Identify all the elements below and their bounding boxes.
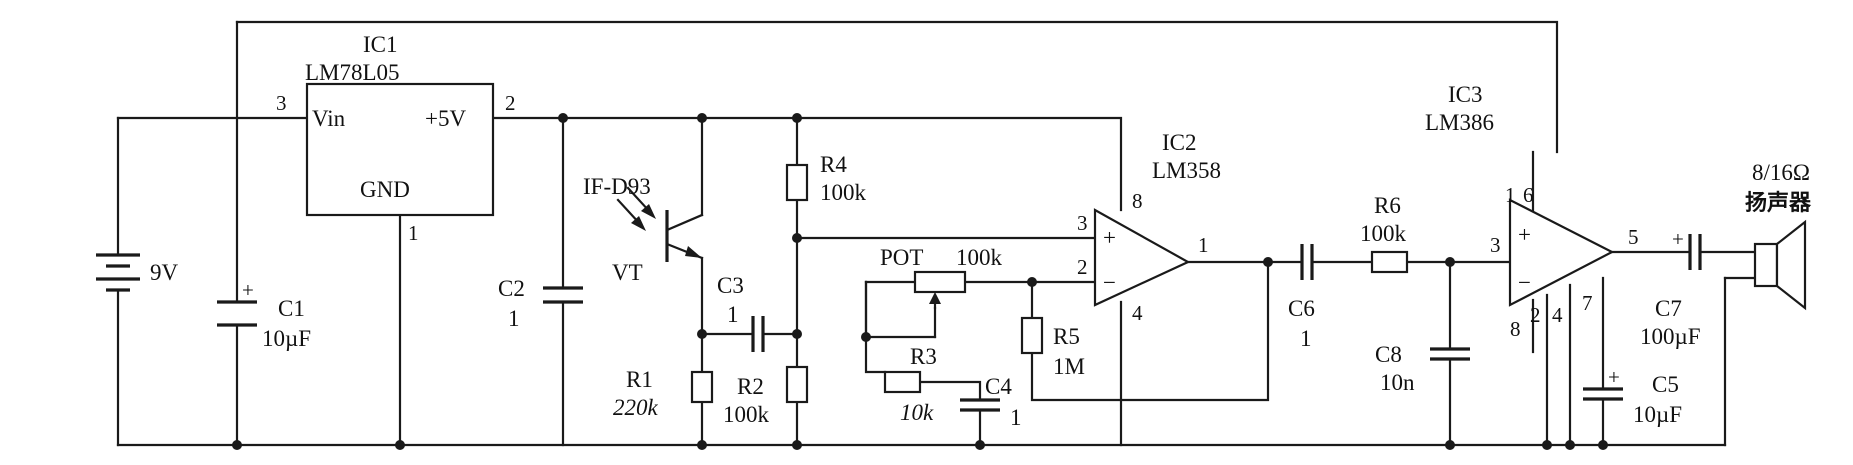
c5-ref-label: C5: [1652, 372, 1679, 397]
c4-symbol: [960, 398, 1000, 412]
ic1-gnd-label: GND: [360, 177, 410, 202]
ic3-pin1-label: 1: [1505, 183, 1516, 207]
pot-ref-label: POT: [880, 245, 923, 270]
wires: [116, 20, 1757, 447]
c7-value-label: 100µF: [1640, 324, 1701, 349]
c7-ref-label: C7: [1655, 296, 1682, 321]
r4-symbol: [785, 163, 809, 202]
c5-symbol: [1583, 387, 1623, 401]
junction-dots: [232, 113, 1608, 450]
r6-symbol: [1370, 250, 1409, 274]
r3-value-label: 10k: [900, 400, 934, 425]
c7-symbol: [1688, 234, 1702, 270]
c2-ref-label: C2: [498, 276, 525, 301]
ic1-part-label: LM78L05: [305, 60, 400, 85]
ic3-pin5-label: 5: [1628, 225, 1639, 249]
r1-ref-label: R1: [626, 367, 653, 392]
c8-ref-label: C8: [1375, 342, 1402, 367]
ic1-pin3-label: 3: [276, 91, 287, 115]
r5-symbol: [1020, 316, 1044, 355]
ic3-ref-label: IC3: [1448, 82, 1483, 107]
r1-value-label: 220k: [613, 395, 659, 420]
c3-ref-label: C3: [717, 273, 744, 298]
c6-symbol: [1300, 244, 1314, 280]
ic3-pin6-label: 6: [1523, 183, 1534, 207]
ic1-pin1-label: 1: [408, 221, 419, 245]
c2-symbol: [543, 286, 583, 304]
c8-symbol: [1430, 347, 1470, 361]
ic3-pin2-label: 2: [1530, 303, 1541, 327]
c5-value-label: 10µF: [1633, 402, 1682, 427]
r1-symbol: [690, 370, 714, 404]
ic1-box: [305, 82, 495, 217]
r3-ref-label: R3: [910, 344, 937, 369]
r2-value-label: 100k: [723, 402, 770, 427]
r5-ref-label: R5: [1053, 324, 1080, 349]
r2-symbol: [785, 365, 809, 404]
ic3-pin3-label: 3: [1490, 233, 1501, 257]
ic2-pin3-label: 3: [1077, 211, 1088, 235]
ic2-pin4-label: 4: [1132, 301, 1143, 325]
r6-ref-label: R6: [1374, 193, 1401, 218]
ic1-pin2-label: 2: [505, 91, 516, 115]
r2-ref-label: R2: [737, 374, 764, 399]
ic3-pin4-label: 4: [1552, 303, 1563, 327]
speaker-impedance-label: 8/16Ω: [1752, 160, 1810, 185]
phototransistor-symbol: [616, 186, 704, 262]
c2-value-label: 1: [508, 306, 520, 331]
ic2-triangle: [1093, 208, 1191, 307]
c4-ref-label: C4: [985, 374, 1012, 399]
c1-value-label: 10µF: [262, 326, 311, 351]
ic2-minus-label: −: [1103, 270, 1116, 295]
c5-polarity-label: +: [1608, 365, 1620, 389]
ic3-part-label: LM386: [1425, 110, 1494, 135]
r3-symbol: [883, 370, 922, 394]
c1-symbol: [217, 300, 257, 327]
ic2-ref-label: IC2: [1162, 130, 1197, 155]
ic1-out-label: +5V: [425, 106, 466, 131]
c8-value-label: 10n: [1380, 370, 1415, 395]
ic2-pin8-label: 8: [1132, 189, 1143, 213]
vt-ref-label: VT: [612, 260, 643, 285]
r4-ref-label: R4: [820, 152, 847, 177]
pot-symbol: [913, 270, 967, 310]
vt-part-label: IF-D93: [583, 174, 651, 199]
r6-value-label: 100k: [1360, 221, 1407, 246]
c3-symbol: [751, 316, 765, 352]
c6-ref-label: C6: [1288, 296, 1315, 321]
ic3-pin8-label: 8: [1510, 317, 1521, 341]
ic1-ref-label: IC1: [363, 32, 398, 57]
ic3-minus-label: −: [1518, 270, 1531, 295]
ic3-pin7-label: 7: [1582, 291, 1593, 315]
battery-symbol: [96, 253, 140, 292]
speaker-icon: [1753, 219, 1807, 311]
speaker-name-label: 扬声器: [1745, 191, 1812, 216]
r5-value-label: 1M: [1053, 354, 1085, 379]
ic3-triangle: [1508, 198, 1615, 307]
c7-polarity-label: +: [1672, 227, 1684, 251]
c1-ref-label: C1: [278, 296, 305, 321]
ic2-plus-label: +: [1103, 225, 1116, 250]
c1-polarity-label: +: [242, 278, 254, 302]
c4-value-label: 1: [1010, 405, 1022, 430]
pot-value-label: 100k: [956, 245, 1003, 270]
c3-value-label: 1: [727, 302, 739, 327]
c6-value-label: 1: [1300, 326, 1312, 351]
ic2-pin1-label: 1: [1198, 233, 1209, 257]
ic1-vin-label: Vin: [312, 106, 346, 131]
ic3-plus-label: +: [1518, 222, 1531, 247]
battery-value-label: 9V: [150, 260, 179, 285]
ic2-pin2-label: 2: [1077, 255, 1088, 279]
r4-value-label: 100k: [820, 180, 867, 205]
ic2-part-label: LM358: [1152, 158, 1221, 183]
